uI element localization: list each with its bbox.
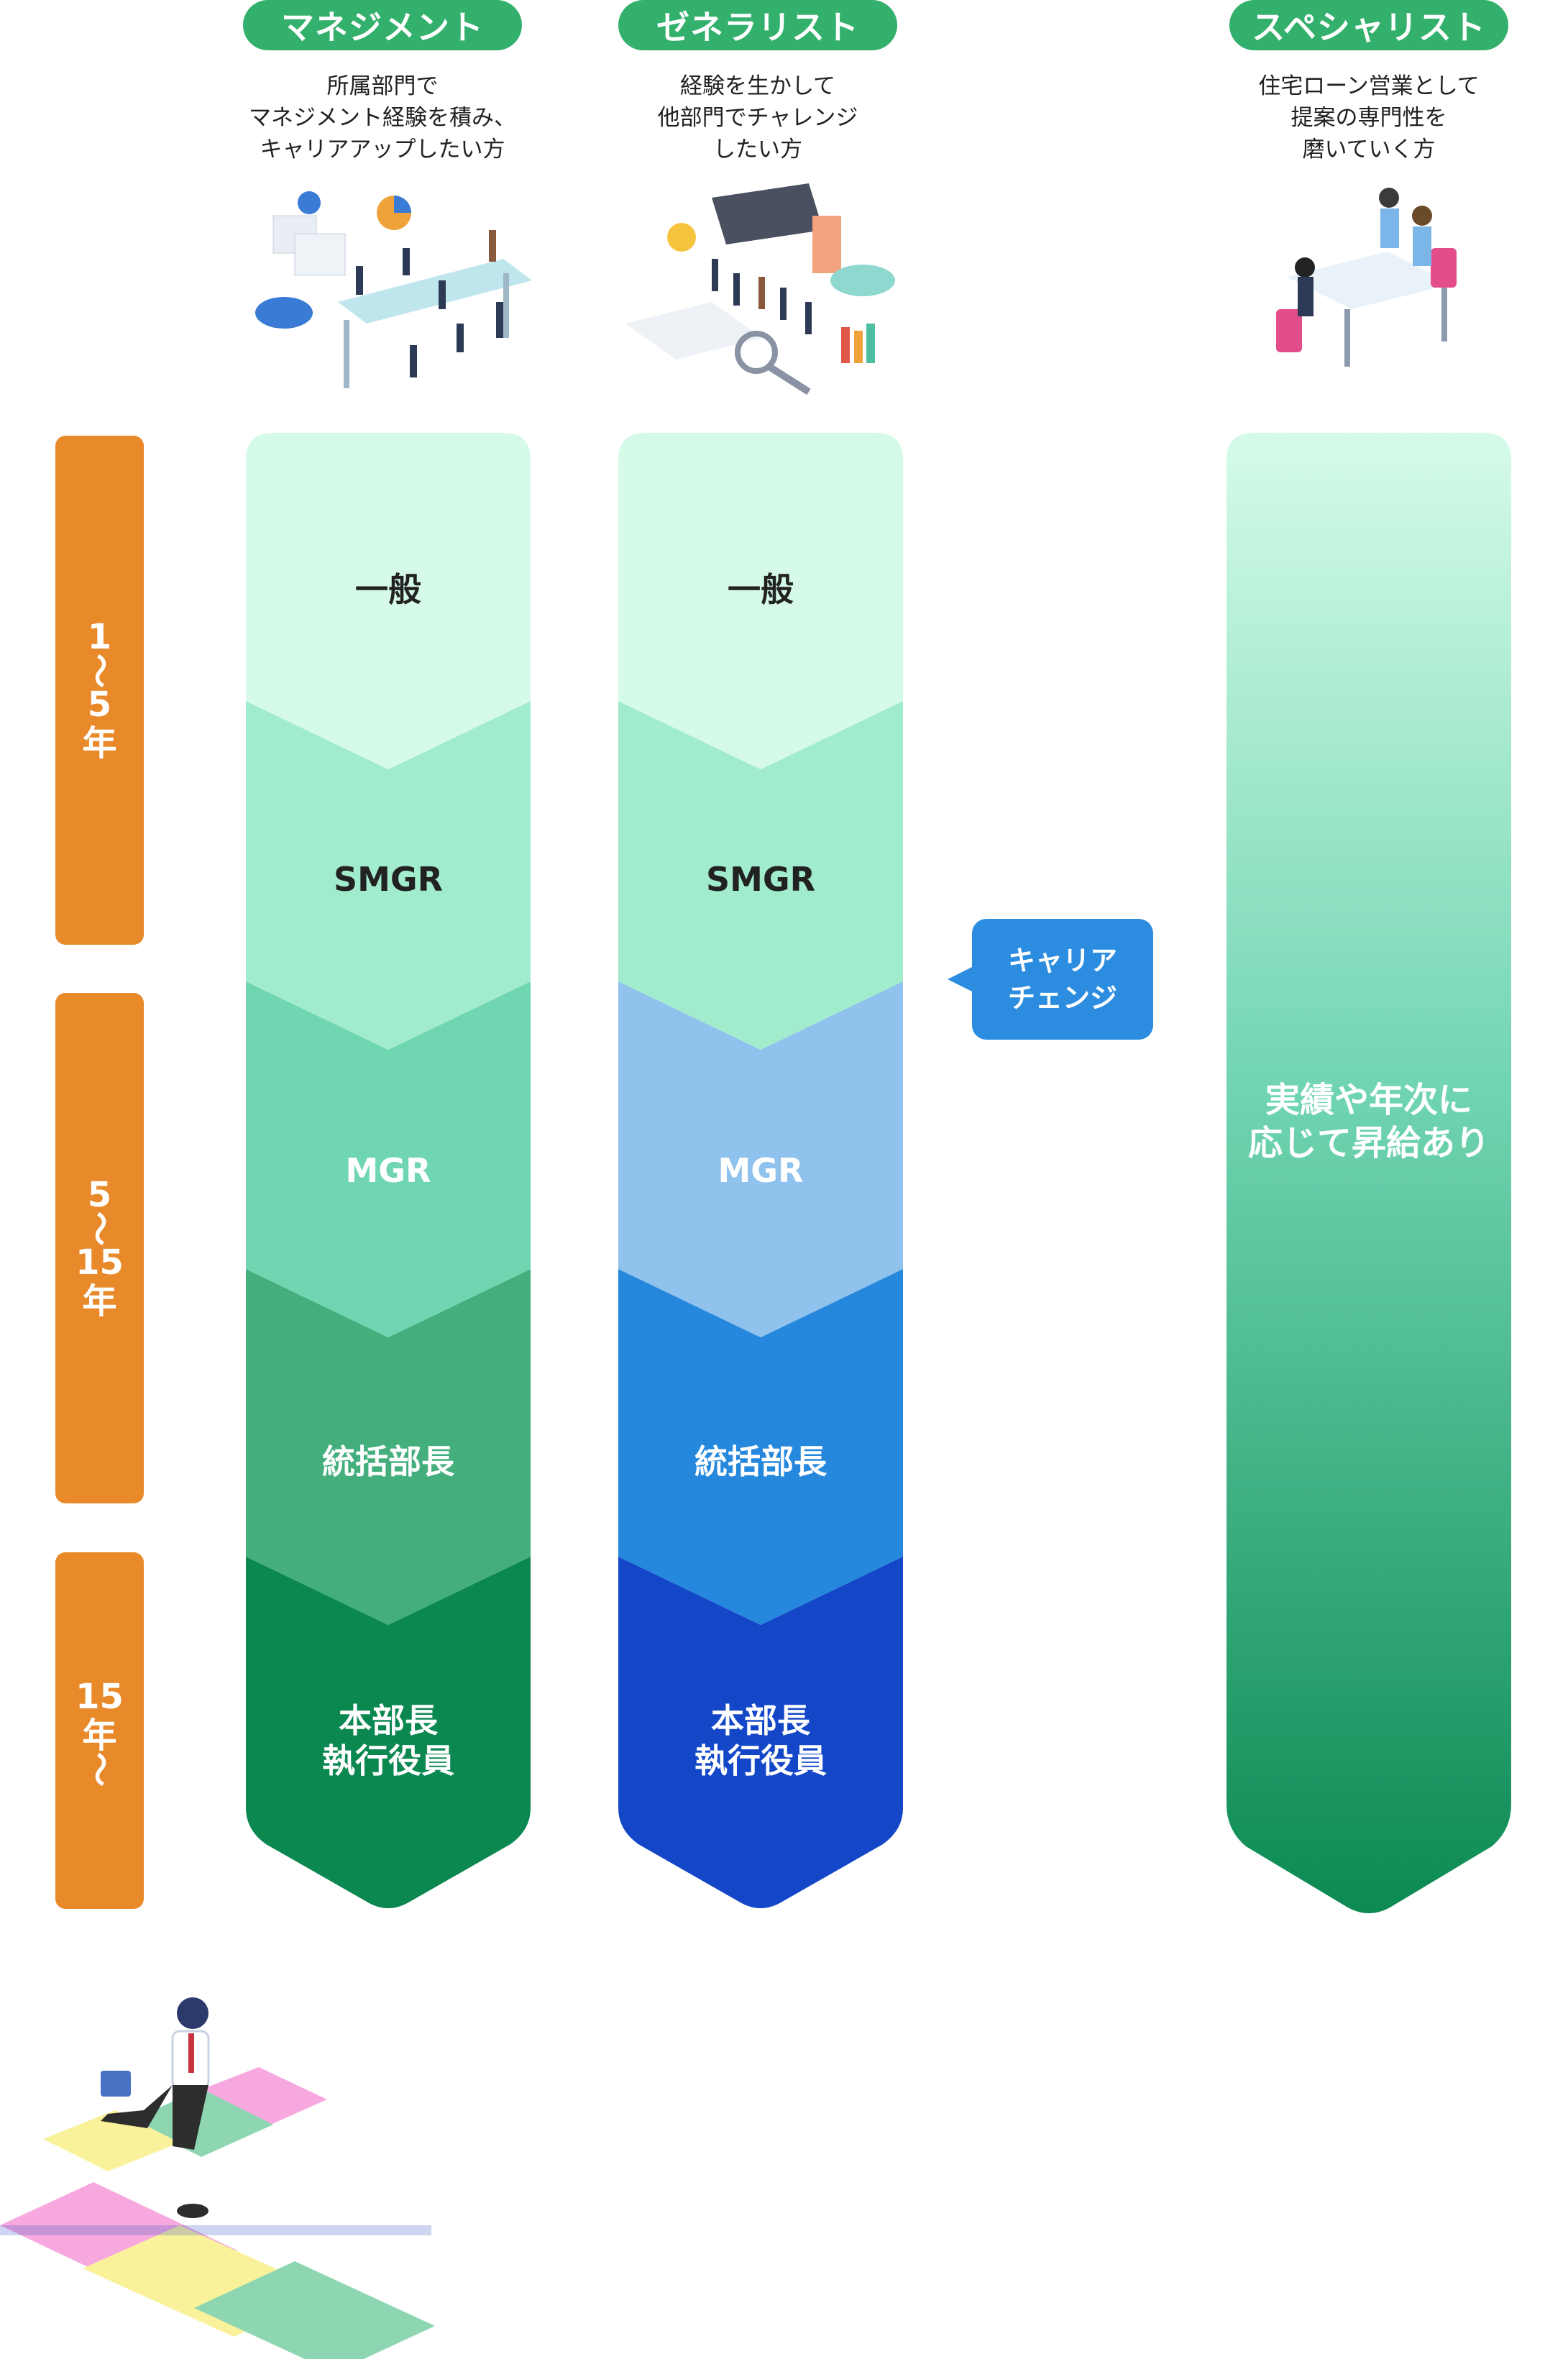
stage-label-mgmt-exec: 本部長 執行役員 bbox=[322, 1701, 454, 1780]
generalist-segment-mgr bbox=[618, 981, 903, 1337]
track-desc-specialist: 住宅ローン営業として 提案の専門性を 磨いていく方 bbox=[1258, 73, 1480, 162]
generalist-column bbox=[618, 433, 903, 1908]
management-segment-smgr bbox=[246, 701, 531, 1050]
stage-label-mgmt-gm: 統括部長 bbox=[322, 1442, 454, 1481]
career-change-bubble: キャリア チェンジ bbox=[972, 919, 1153, 1040]
track-desc-management: 所属部門で マネジメント経験を積み、 キャリアアップしたい方 bbox=[249, 73, 516, 162]
management-segment-mgr bbox=[246, 981, 531, 1337]
generalist-segment-smgr bbox=[618, 701, 903, 1050]
management-segment-general bbox=[246, 433, 531, 769]
management-column bbox=[246, 433, 531, 1908]
track-label: マネジメント bbox=[281, 8, 484, 47]
stage-label-mgmt-smgr: SMGR bbox=[333, 860, 444, 899]
management-segment-gm bbox=[246, 1269, 531, 1625]
stage-label-gen-mgr: MGR bbox=[717, 1151, 804, 1190]
stage-label-mgmt-general: 一般 bbox=[355, 570, 421, 609]
generalist-segment-general bbox=[618, 433, 903, 769]
specialist-raise-text: 実績や年次に 応じて昇給あり bbox=[1247, 1080, 1490, 1163]
track-label: スペシャリスト bbox=[1252, 8, 1486, 47]
career-change-bubble-tail bbox=[948, 966, 973, 992]
stage-label-gen-smgr: SMGR bbox=[705, 860, 816, 899]
track-pill-management: マネジメント bbox=[243, 0, 522, 50]
generalist-segment-gm bbox=[618, 1269, 903, 1625]
track-pill-specialist: スペシャリスト bbox=[1229, 0, 1508, 50]
track-desc-generalist: 経験を生かして 他部門でチャレンジ したい方 bbox=[657, 73, 858, 162]
stage-label-mgmt-mgr: MGR bbox=[345, 1151, 431, 1190]
stage-label-gen-general: 一般 bbox=[728, 570, 794, 609]
stage-label-gen-gm: 統括部長 bbox=[694, 1442, 827, 1481]
track-pill-generalist: ゼネラリスト bbox=[618, 0, 897, 50]
generalist-segment-exec bbox=[618, 1557, 903, 1908]
track-label: ゼネラリスト bbox=[656, 8, 859, 47]
management-segment-exec bbox=[246, 1557, 531, 1908]
stage-label-gen-exec: 本部長 執行役員 bbox=[694, 1701, 827, 1780]
specialist-column bbox=[1227, 433, 1511, 1913]
